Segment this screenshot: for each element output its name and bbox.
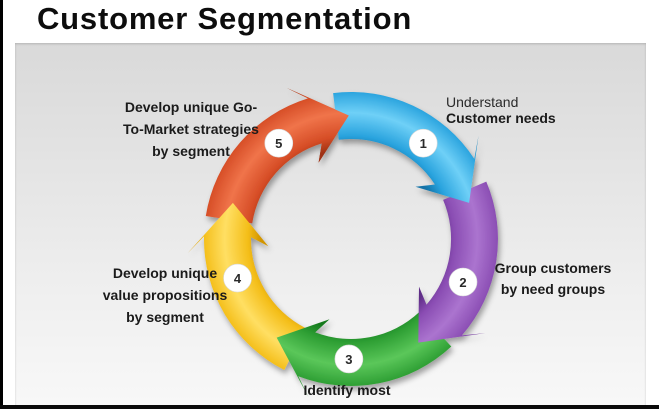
step-number-text-1: 1 [420,136,427,151]
arrow-step-3 [276,312,452,398]
label-step-4: Develop unique value propositions by seg… [62,262,268,328]
step-number-text-2: 2 [459,275,466,290]
step-number-badge-4 [223,263,252,293]
step-number-badge-1 [408,128,438,158]
arrow-step-2 [418,181,498,343]
step-number-text-5: 5 [275,136,282,151]
step-number-text-3: 3 [345,352,352,367]
label-step-5-line2: To-Market strategies [123,121,259,137]
arrow-step-1 [333,92,479,203]
cycle-arrows: 1 2 3 4 5 [187,88,498,398]
page-title: Customer Segmentation [37,1,413,36]
left-frame-bar [0,0,3,409]
label-step-5: Develop unique Go- To-Market strategies … [88,96,294,162]
label-step-4-line3: by segment [126,309,204,325]
label-step-3: Identify most [264,380,430,401]
step-number-text-4: 4 [234,271,242,286]
label-step-5-line1: Develop unique Go- [124,99,258,115]
step-number-badge-3 [334,344,364,374]
label-step-1: Understand Customer needs [446,94,556,126]
bottom-frame-bar [0,405,659,409]
label-step-4-line2: value propositions [102,287,228,303]
label-step-1-line2: Customer needs [446,110,556,126]
label-step-3-line1: Identify most [303,382,391,398]
step-number-badge-5 [264,128,294,158]
label-step-2-line1: Group customers [494,260,612,276]
label-step-5-line3: by segment [152,143,230,159]
label-step-4-line1: Develop unique [112,265,218,281]
arrow-step-5-head [286,88,349,163]
step-number-badge-2 [448,267,478,297]
label-step-2: Group customers by need groups [461,258,645,300]
label-step-1-line1: Understand [446,94,519,110]
label-step-2-line2: by need groups [500,281,606,297]
